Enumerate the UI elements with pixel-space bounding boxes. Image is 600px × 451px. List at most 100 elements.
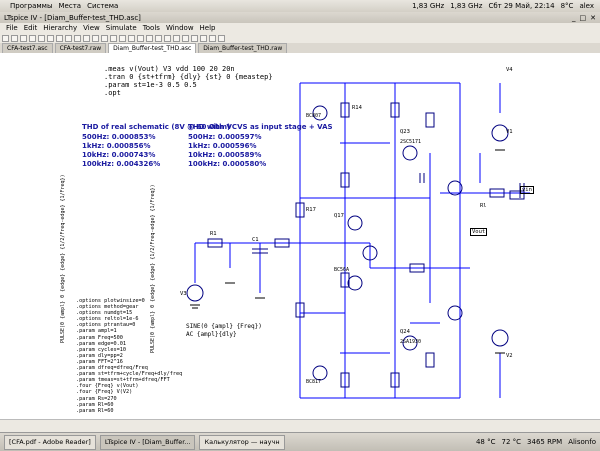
label-bc56a: BC56A [334,267,350,273]
zoom-in-icon[interactable] [47,34,54,42]
label-q17: Q17 [334,213,344,219]
schematic-canvas[interactable]: .meas v(Vout) V3 vdd 100 20 20n .tran 0 … [0,53,600,419]
close-icon[interactable]: ✕ [590,13,596,22]
menu-help[interactable]: Help [199,24,216,32]
label-vout: Vout [470,228,488,236]
spice-directive-icon[interactable] [218,34,225,42]
open-icon[interactable] [11,34,18,42]
menu-hierarchy[interactable]: Hierarchy [43,24,78,32]
menu-tools[interactable]: Tools [142,24,160,32]
tray-rpm: 3465 RPM [527,438,563,446]
maximize-icon[interactable]: □ [579,13,587,22]
label-v2: V2 [506,353,513,359]
window-title: LTspice IV - [Diam_Buffer-test_THD.asc] [4,13,141,22]
directive-line[interactable]: .param st=1e-3 0.5 0.5 [104,81,197,89]
label-r14: R14 [352,105,362,111]
inductor-icon[interactable] [128,34,135,42]
pan-icon[interactable] [65,34,72,42]
thd-right-title: THD with VCVS as input stage + VAS [188,123,333,131]
components [186,102,525,388]
thd-left-row: 500Hz: 0.000853% [82,133,156,141]
redo-icon[interactable] [182,34,189,42]
menu-simulate[interactable]: Simulate [105,24,137,32]
menu-edit[interactable]: Edit [23,24,38,32]
cpu1-readout: 1,83 GHz [412,2,445,10]
text-icon[interactable] [209,34,216,42]
pulse2-label[interactable]: PULSE(0 {ampl} 0 {edge} {edge} {1/2/Freq… [150,184,156,353]
thd-right-row: 500Hz: 0.000597% [188,133,262,141]
zoom-fit-icon[interactable] [74,34,81,42]
label-v4: V4 [506,67,513,73]
pulse1-label[interactable]: PULSE(0 {ampl} 0 {edge} {edge} {1/2/Freq… [60,174,66,343]
thd-right-row: 100kHz: 0.000580% [188,160,267,168]
user-name[interactable]: alex [579,2,594,10]
tray-temp1: 48 °C [475,438,496,446]
tab-cfa-raw[interactable]: CFA-test7.raw [54,43,107,53]
taskbar-item-adobe[interactable]: [CFA.pdf - Adobe Reader] [4,434,96,450]
directive-line[interactable]: .meas v(Vout) V3 vdd 100 20 20n [104,65,235,73]
run-icon[interactable] [29,34,36,42]
label-q24: Q24 [400,329,410,335]
capacitor-icon[interactable] [119,34,126,42]
schematic-drawing[interactable] [0,53,600,419]
ac-source-label[interactable]: AC {ampl}{dly} [186,331,237,338]
thd-left-row: 1kHz: 0.000856% [82,142,151,150]
new-icon[interactable] [2,34,9,42]
menu-window[interactable]: Window [165,24,194,32]
weather-temp: 8°C [560,2,574,10]
label-v3: V3 [180,291,187,297]
taskbar: [CFA.pdf - Adobe Reader] LTspice IV - [D… [0,432,600,451]
mirror-icon[interactable] [200,34,207,42]
resistor-icon[interactable] [110,34,117,42]
cpu2-readout: 1,83 GHz [450,2,483,10]
label-vin: vin [520,186,534,194]
menu-file[interactable]: File [6,24,18,32]
undo-icon[interactable] [173,34,180,42]
directive-line[interactable]: .tran 0 {st+tfrm} {dly} {st} 0 {meastep} [104,73,273,81]
wires [194,82,530,399]
label-q23: Q23 [400,129,410,135]
ground-icon[interactable] [92,34,99,42]
menu-system[interactable]: Система [87,2,119,10]
taskbar-item-ltspice[interactable]: LTspice IV - [Diam_Buffer... [99,434,196,450]
label-bc817: BC817 [306,379,322,385]
tray-lang[interactable]: Alisonfo [568,438,596,446]
sine-source-label[interactable]: SINE(0 {ampl} {Freq}) [186,323,262,330]
minimize-icon[interactable]: _ [572,13,576,22]
options-block[interactable]: .options plotwinsize=0.options method=ge… [76,298,183,414]
thd-right-row: 1kHz: 0.000596% [188,142,257,150]
label-icon[interactable] [101,34,108,42]
document-tabs: CFA-test7.asc CFA-test7.raw Diam_Buffer-… [0,43,600,53]
label-v1: V1 [506,129,513,135]
menu-places[interactable]: Места [58,2,82,10]
wire-icon[interactable] [83,34,90,42]
save-icon[interactable] [20,34,27,42]
menu-view[interactable]: View [83,24,100,32]
label-c1: C1 [252,237,259,243]
thd-left-title: THD of real schematic (8V @ 60 Ohm) [82,123,231,131]
thd-left-row: 10kHz: 0.000743% [82,151,156,159]
tray-temp2: 72 °C [501,438,522,446]
label-2sc5171: 2SC5171 [400,139,422,145]
thd-left-row: 100kHz: 0.004326% [82,160,161,168]
label-r17: R17 [306,207,316,213]
label-bc807: BC807 [306,113,322,119]
drag-icon[interactable] [164,34,171,42]
status-bar [0,419,600,433]
label-r1: R1 [210,231,217,237]
clock[interactable]: Сбт 29 Май, 22:14 [488,2,555,10]
diode-icon[interactable] [137,34,144,42]
pause-icon[interactable] [38,34,45,42]
tab-diam-asc[interactable]: Diam_Buffer-test_THD.asc [108,43,197,53]
component-icon[interactable] [146,34,153,42]
menu-programs[interactable]: Программы [10,2,53,10]
move-icon[interactable] [155,34,162,42]
grounds [190,149,505,354]
tab-diam-raw[interactable]: Diam_Buffer-test_THD.raw [198,43,288,53]
tab-cfa-asc[interactable]: CFA-test7.asc [2,43,53,53]
zoom-out-icon[interactable] [56,34,63,42]
directive-line[interactable]: .opt [104,89,121,97]
label-rl: Rl [480,203,487,209]
rotate-icon[interactable] [191,34,198,42]
taskbar-item-calculator[interactable]: Калькулятор — научн [199,434,285,450]
